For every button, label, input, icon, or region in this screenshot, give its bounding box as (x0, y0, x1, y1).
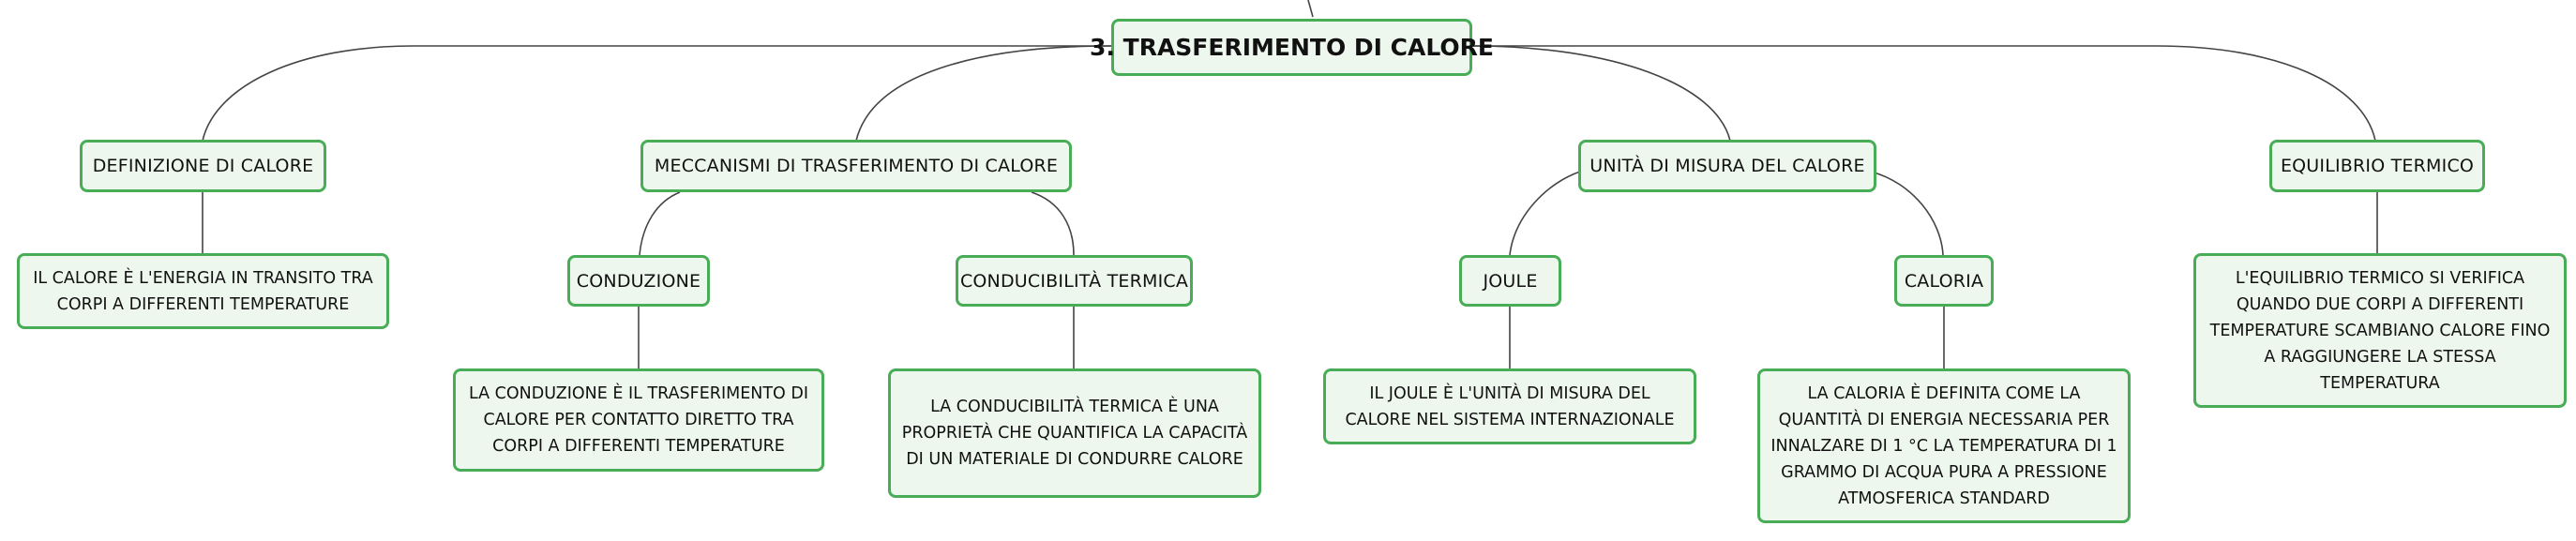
node-conducibilita-text[interactable]: LA CONDUCIBILITÀ TERMICA È UNA PROPRIETÀ… (888, 368, 1261, 498)
equilibrio-text: L'EQUILIBRIO TERMICO SI VERIFICA QUANDO … (2209, 268, 2551, 393)
node-conducibilita-title: CONDUCIBILITÀ TERMICA (959, 270, 1189, 292)
caloria-text: LA CALORIA È DEFINITA COME LA QUANTITÀ D… (1770, 383, 2117, 508)
node-conduzione[interactable]: CONDUZIONE (567, 255, 710, 307)
node-unita-di-misura[interactable]: UNITÀ DI MISURA DEL CALORE (1578, 140, 1876, 192)
node-meccanismi[interactable]: MECCANISMI DI TRASFERIMENTO DI CALORE (640, 140, 1072, 192)
connector-root-parent (1307, 0, 1314, 18)
connector-unita-caloria (1870, 171, 1944, 256)
node-caloria-title: CALORIA (1904, 270, 1984, 292)
node-joule-text[interactable]: IL JOULE È L'UNITÀ DI MISURA DEL CALORE … (1323, 368, 1696, 444)
connector-unita-joule (1509, 171, 1581, 256)
node-meccanismi-title: MECCANISMI DI TRASFERIMENTO DI CALORE (654, 156, 1059, 176)
connector-root-equilibrio (1472, 45, 2376, 142)
definizione-text: IL CALORE È L'ENERGIA IN TRANSITO TRA CO… (33, 268, 373, 314)
node-caloria-text[interactable]: LA CALORIA È DEFINITA COME LA QUANTITÀ D… (1757, 368, 2131, 523)
node-joule[interactable]: JOULE (1459, 255, 1561, 307)
node-conduzione-text[interactable]: LA CONDUZIONE È IL TRASFERIMENTO DI CALO… (453, 368, 824, 472)
node-conducibilita-termica[interactable]: CONDUCIBILITÀ TERMICA (956, 255, 1193, 307)
node-caloria[interactable]: CALORIA (1894, 255, 1994, 307)
node-equilibrio-termico[interactable]: EQUILIBRIO TERMICO (2269, 140, 2485, 192)
connector-meccanismi-conducibilita (1031, 191, 1075, 256)
node-equilibrio-title: EQUILIBRIO TERMICO (2280, 156, 2475, 176)
node-definizione-text[interactable]: IL CALORE È L'ENERGIA IN TRANSITO TRA CO… (17, 253, 389, 329)
node-conduzione-title: CONDUZIONE (576, 270, 701, 292)
root-node[interactable]: 3. TRASFERIMENTO DI CALORE (1090, 19, 1494, 76)
node-equilibrio-text[interactable]: L'EQUILIBRIO TERMICO SI VERIFICA QUANDO … (2193, 253, 2567, 408)
node-unita-title: UNITÀ DI MISURA DEL CALORE (1589, 156, 1865, 176)
node-joule-title: JOULE (1483, 270, 1538, 292)
joule-text: IL JOULE È L'UNITÀ DI MISURA DEL CALORE … (1345, 383, 1675, 429)
connector-root-unita (1471, 45, 1731, 142)
connector-meccanismi-conduzione (639, 191, 681, 256)
root-title: 3. TRASFERIMENTO DI CALORE (1090, 34, 1494, 61)
conduzione-text: LA CONDUZIONE È IL TRASFERIMENTO DI CALO… (468, 384, 809, 456)
conducibilita-text: LA CONDUCIBILITÀ TERMICA È UNA PROPRIETÀ… (901, 398, 1248, 469)
node-definizione-di-calore[interactable]: DEFINIZIONE DI CALORE (80, 140, 326, 192)
node-definizione-title: DEFINIZIONE DI CALORE (92, 156, 314, 176)
connector-root-definizione (202, 45, 1111, 142)
connector-root-meccanismi (855, 45, 1112, 142)
